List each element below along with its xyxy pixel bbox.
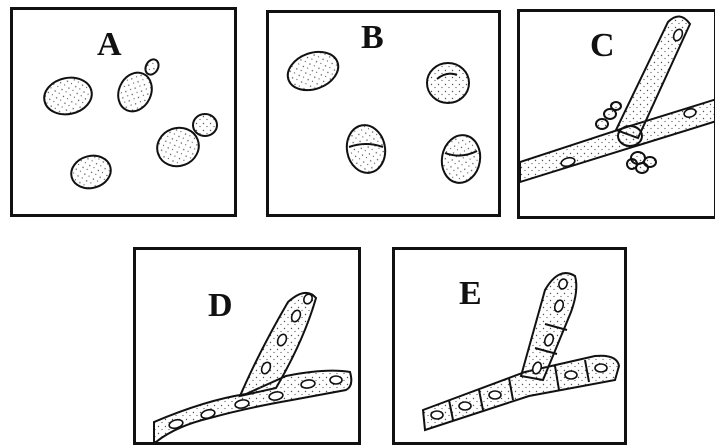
panel-e-label: E bbox=[459, 277, 482, 311]
panel-e: E bbox=[392, 247, 627, 445]
panel-d: D bbox=[133, 247, 361, 445]
septate-hyphae-illustration bbox=[395, 250, 624, 442]
panel-b-label: B bbox=[361, 21, 384, 55]
hyphae-with-conidia-illustration bbox=[520, 12, 714, 216]
aseptate-hyphae-illustration bbox=[136, 250, 358, 442]
panel-a-label: A bbox=[97, 28, 122, 62]
panel-c: C bbox=[517, 9, 715, 219]
budding-yeast-illustration bbox=[13, 10, 234, 214]
panel-c-label: C bbox=[590, 29, 615, 63]
panel-d-label: D bbox=[208, 289, 233, 323]
panel-a: A bbox=[10, 7, 237, 217]
panel-b: B bbox=[266, 10, 501, 217]
